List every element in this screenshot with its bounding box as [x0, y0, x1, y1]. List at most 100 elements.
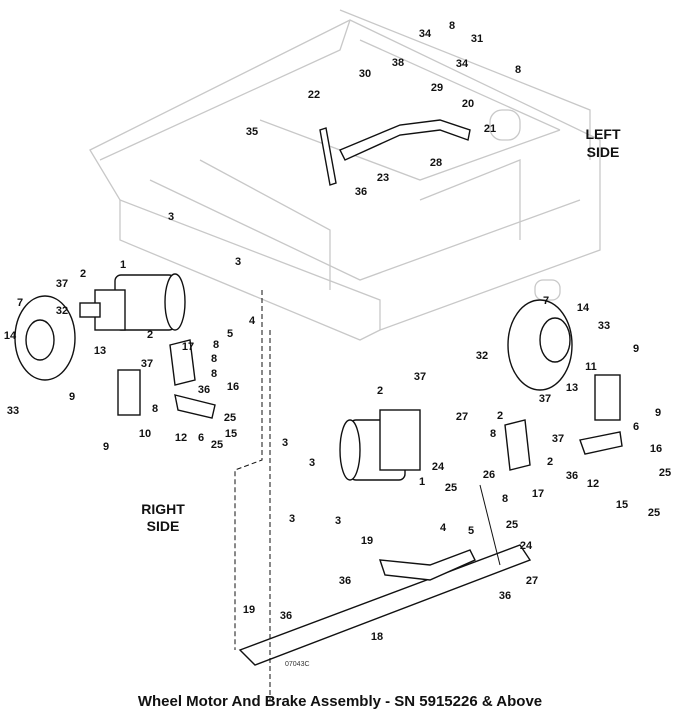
callout-number: 5 [227, 328, 233, 340]
callout-number: 29 [431, 82, 443, 94]
right-wheel-motor [339, 409, 421, 481]
callout-number: 8 [213, 339, 219, 351]
callout-number: 9 [103, 441, 109, 453]
callout-number: 8 [502, 493, 508, 505]
callout-number: 9 [633, 343, 639, 355]
callout-number: 8 [449, 20, 455, 32]
callout-number: 32 [56, 305, 68, 317]
callout-number: 25 [506, 519, 518, 531]
right-brake-disc [507, 299, 573, 391]
callout-number: 2 [547, 456, 553, 468]
callout-number: 2 [497, 410, 503, 422]
callout-number: 27 [526, 575, 538, 587]
callout-number: 8 [515, 64, 521, 76]
callout-number: 19 [361, 535, 373, 547]
callout-number: 14 [4, 330, 17, 342]
callout-number: 17 [532, 488, 544, 500]
callout-number: 27 [456, 411, 468, 423]
callout-number: 37 [552, 433, 564, 445]
callout-number: 3 [309, 457, 315, 469]
callout-number: 2 [80, 268, 86, 280]
callout-number: 25 [648, 507, 660, 519]
left-wheel-motor [79, 273, 186, 331]
callout-number: 25 [224, 412, 236, 424]
callout-number: 21 [484, 123, 496, 135]
callout-number: 8 [211, 353, 217, 365]
callout-number: 24 [432, 461, 445, 473]
callout-number: 6 [198, 432, 204, 444]
callout-number: 34 [419, 28, 432, 40]
callout-number: 9 [655, 407, 661, 419]
callout-number: 25 [445, 482, 457, 494]
callout-number: 25 [211, 439, 223, 451]
callout-number: 9 [69, 391, 75, 403]
callout-number: 19 [243, 604, 255, 616]
callout-number: 28 [430, 157, 442, 169]
callout-number: 17 [182, 341, 194, 353]
callout-number: 37 [141, 358, 153, 370]
callout-number: 37 [414, 371, 426, 383]
callout-number: 32 [476, 350, 488, 362]
callout-number: 36 [280, 610, 292, 622]
callout-number: 23 [377, 172, 389, 184]
callout-number: 20 [462, 98, 474, 110]
callout-number: 13 [94, 345, 106, 357]
callout-number: 3 [168, 211, 174, 223]
right-brake-caliper [504, 374, 623, 471]
callout-number: 3 [335, 515, 341, 527]
left-brake-disc [14, 295, 76, 381]
callout-number: 36 [198, 384, 210, 396]
callout-number: 24 [520, 540, 533, 552]
left-brake-caliper [117, 339, 216, 419]
right-side-label-line2: SIDE [147, 518, 180, 534]
left-side-label-line2: SIDE [587, 144, 620, 160]
callout-number: 36 [499, 590, 511, 602]
callout-number: 8 [490, 428, 496, 440]
callout-number: 16 [650, 443, 662, 455]
callout-number: 3 [289, 513, 295, 525]
drawing-code: 07043C [285, 661, 310, 668]
callout-number: 6 [633, 421, 639, 433]
callout-number: 3 [235, 256, 241, 268]
callout-number: 36 [566, 470, 578, 482]
brake-rod-assembly [238, 119, 532, 666]
callout-number: 36 [339, 575, 351, 587]
callout-number: 11 [585, 361, 597, 373]
callout-number: 37 [539, 393, 551, 405]
callout-number: 36 [355, 186, 367, 198]
callout-number: 18 [371, 631, 383, 643]
callout-number: 12 [175, 432, 187, 444]
callout-number: 4 [249, 315, 256, 327]
callout-number: 30 [359, 68, 371, 80]
callout-number: 2 [377, 385, 383, 397]
callout-number: 25 [659, 467, 671, 479]
callout-number: 13 [566, 382, 578, 394]
callout-number: 5 [468, 525, 474, 537]
right-side-label-line1: RIGHT [141, 501, 185, 517]
mower-frame [89, 9, 601, 341]
callout-number: 3 [282, 437, 288, 449]
callout-number: 31 [471, 33, 483, 45]
callout-number: 35 [246, 126, 258, 138]
callout-number: 8 [211, 368, 217, 380]
leader-lines [234, 290, 271, 700]
callout-number: 22 [308, 89, 320, 101]
callout-number: 7 [543, 295, 549, 307]
callout-number: 4 [440, 522, 447, 534]
callout-number: 37 [56, 278, 68, 290]
callout-number: 10 [139, 428, 151, 440]
callout-number: 12 [587, 478, 599, 490]
callout-number: 15 [616, 499, 628, 511]
callout-number: 8 [152, 403, 158, 415]
callout-number: 1 [120, 259, 126, 271]
callout-number: 7 [17, 297, 23, 309]
callout-number: 15 [225, 428, 237, 440]
callout-number: 33 [598, 320, 610, 332]
diagram-caption: Wheel Motor And Brake Assembly - SN 5915… [137, 693, 543, 710]
callout-number: 2 [147, 329, 153, 341]
callout-number: 34 [456, 58, 469, 70]
callout-number: 14 [577, 302, 590, 314]
